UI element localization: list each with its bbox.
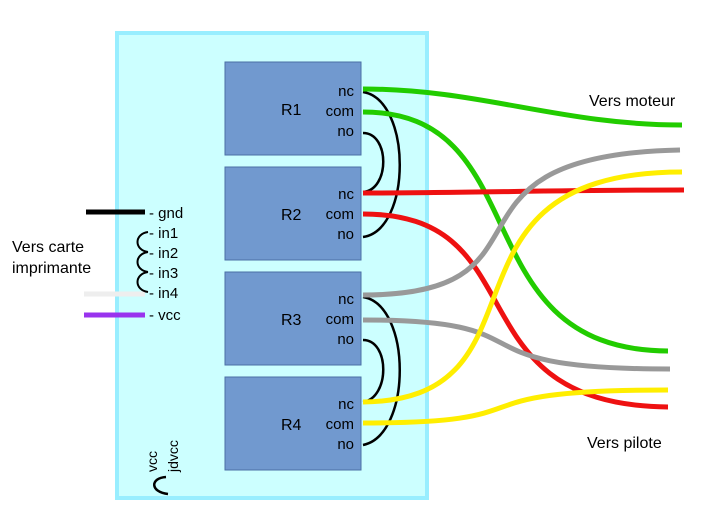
- jumper-label-vcc: vcc: [144, 451, 160, 472]
- relay-block-r3: [224, 271, 362, 366]
- jumper-loop-vcc-jdvcc: [153, 475, 169, 496]
- loop-in3-in4: [136, 271, 149, 293]
- r2-pin-nc: nc: [338, 186, 354, 203]
- jumper-r1no-r2nc: [362, 131, 385, 194]
- label-vers-moteur: Vers moteur: [589, 93, 676, 110]
- pin-in1: - in1: [149, 225, 178, 242]
- relay-name-r3: R3: [281, 312, 302, 329]
- relay-name-r2: R2: [281, 207, 302, 224]
- pin-gnd: - gnd: [149, 205, 183, 222]
- r3-pin-nc: nc: [338, 291, 354, 308]
- pin-in2: - in2: [149, 245, 178, 262]
- r4-pin-nc: nc: [338, 396, 354, 413]
- loop-in1-in2: [136, 231, 149, 253]
- relay-block-r1: [224, 61, 362, 156]
- pin-in4: - in4: [149, 285, 178, 302]
- jumper-r1nc-r2no: [362, 90, 401, 239]
- r4-pin-no: no: [337, 436, 354, 453]
- jumper-r3no-r4nc: [362, 338, 385, 404]
- wire-yellow-upper: [362, 169, 683, 405]
- r4-pin-com: com: [326, 416, 354, 433]
- r1-pin-com: com: [326, 103, 354, 120]
- relay-block-r4: [224, 376, 362, 471]
- label-vers-pilote: Vers pilote: [587, 435, 662, 452]
- wire-green-lower: [362, 109, 669, 354]
- wire-yellow-lower: [362, 387, 669, 426]
- r1-pin-nc: nc: [338, 83, 354, 100]
- wire-gray-lower: [362, 317, 671, 372]
- wire-red-upper: [362, 187, 685, 196]
- relay-name-r4: R4: [281, 417, 302, 434]
- jumper-label-jdvcc: jdvcc: [165, 440, 181, 473]
- wire-gray-upper: [362, 147, 681, 298]
- r2-pin-com: com: [326, 206, 354, 223]
- label-vers-carte: Vers carte: [12, 239, 84, 256]
- r3-pin-no: no: [337, 331, 354, 348]
- label-imprimante: imprimante: [12, 260, 91, 277]
- wire-red-lower: [362, 211, 669, 410]
- loop-in2-in3: [136, 251, 149, 273]
- pin-vcc: - vcc: [149, 307, 181, 324]
- r1-pin-no: no: [337, 123, 354, 140]
- relay-name-r1: R1: [281, 102, 302, 119]
- r3-pin-com: com: [326, 311, 354, 328]
- r2-pin-no: no: [337, 226, 354, 243]
- wire-green-upper: [362, 86, 683, 128]
- jumper-r3nc-r4no: [362, 295, 401, 447]
- pin-in3: - in3: [149, 265, 178, 282]
- relay-block-r2: [224, 166, 362, 261]
